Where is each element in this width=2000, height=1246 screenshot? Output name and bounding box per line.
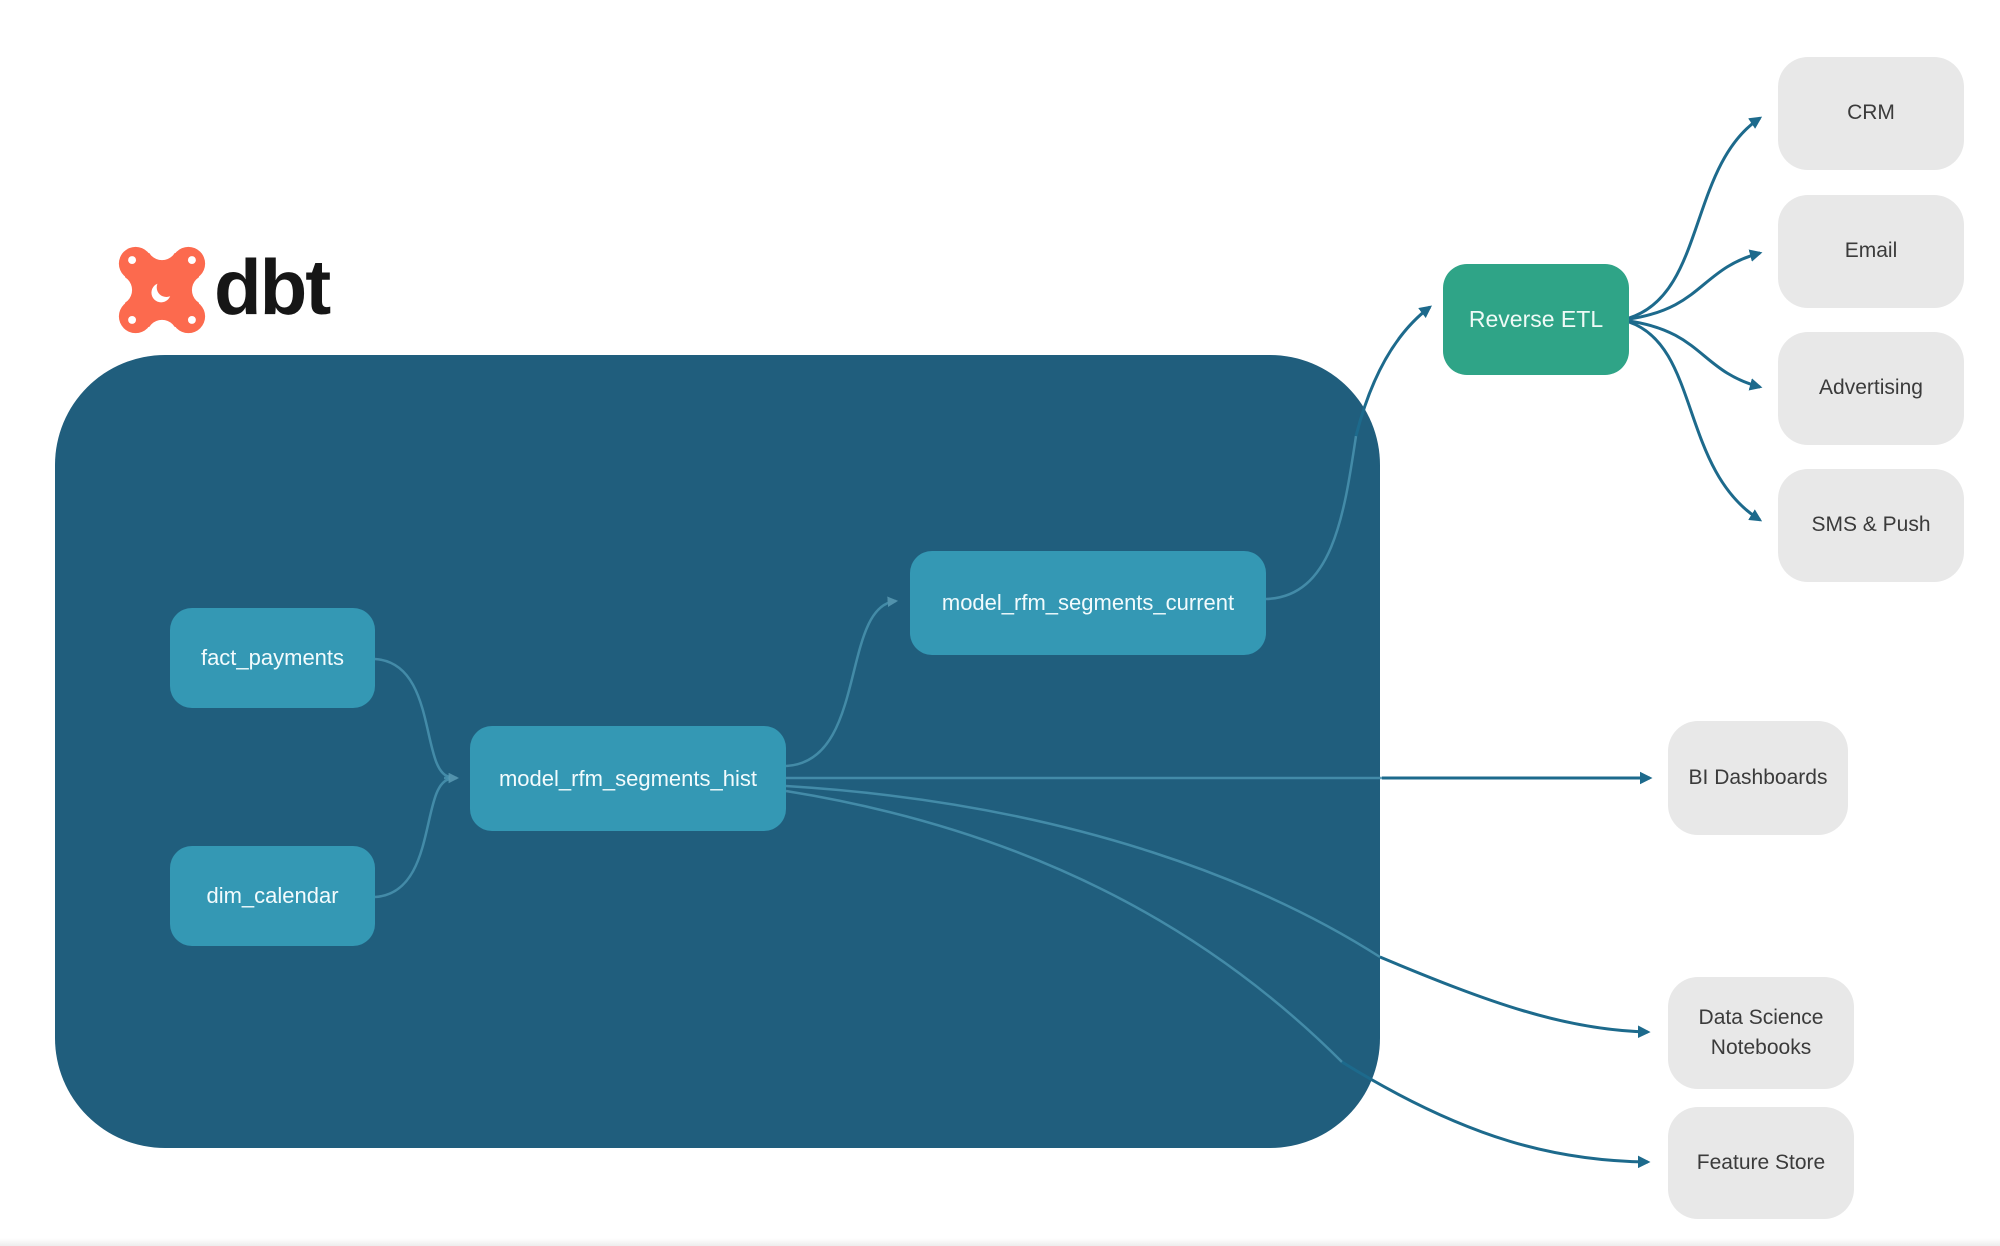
edge-reverse-etl-to-crm [1628,116,1763,320]
node-advertising: Advertising [1778,332,1964,445]
node-data-science-notebooks: Data Science Notebooks [1668,977,1854,1089]
node-label: SMS & Push [1811,513,1931,537]
node-label: Reverse ETL [1468,306,1604,332]
node-sms-push: SMS & Push [1778,469,1964,582]
edge-hist-to-feature-store-inside [785,789,1343,1063]
node-label: Email [1844,239,1898,263]
node-label: CRM [1847,101,1895,125]
node-reverse-etl: Reverse ETL [1443,264,1629,375]
dbt-wordmark: dbt [214,243,331,331]
edge-hist-to-notebooks-inside [785,784,1381,959]
edge-fact-payments-to-hist [374,657,451,779]
node-label: BI Dashboards [1688,765,1828,789]
edge-reverse-etl-to-advertising [1628,319,1763,391]
node-label: model_rfm_segments_current [941,590,1235,615]
node-fact-payments: fact_payments [170,608,375,708]
edge-to-data-science-notebooks [1379,955,1651,1039]
edge-to-feature-store [1341,1060,1651,1169]
node-email: Email [1778,195,1964,308]
node-label: Feature Store [1696,1150,1826,1174]
node-feature-store: Feature Store [1668,1107,1854,1219]
edge-dim-calendar-to-hist [374,777,451,899]
page-bottom-shadow [0,1238,2000,1246]
node-model-rfm-segments-current: model_rfm_segments_current [910,551,1266,655]
node-label: dim_calendar [206,883,339,908]
node-dim-calendar: dim_calendar [170,846,375,946]
edge-reverse-etl-to-email [1628,249,1763,321]
node-label: Data Science Notebooks [1698,1005,1824,1059]
node-model-rfm-segments-hist: model_rfm_segments_hist [470,726,786,831]
edge-current-to-reverse-etl-inside [1265,435,1358,601]
node-crm: CRM [1778,57,1964,170]
node-label: Advertising [1819,376,1923,400]
edge-reverse-etl-to-sms-push [1628,320,1763,522]
node-bi-dashboards: BI Dashboards [1668,721,1848,835]
edge-into-reverse-etl [1354,305,1433,437]
node-label: fact_payments [200,645,345,670]
node-label: model_rfm_segments_hist [498,765,757,791]
edge-hist-to-current [785,596,899,768]
